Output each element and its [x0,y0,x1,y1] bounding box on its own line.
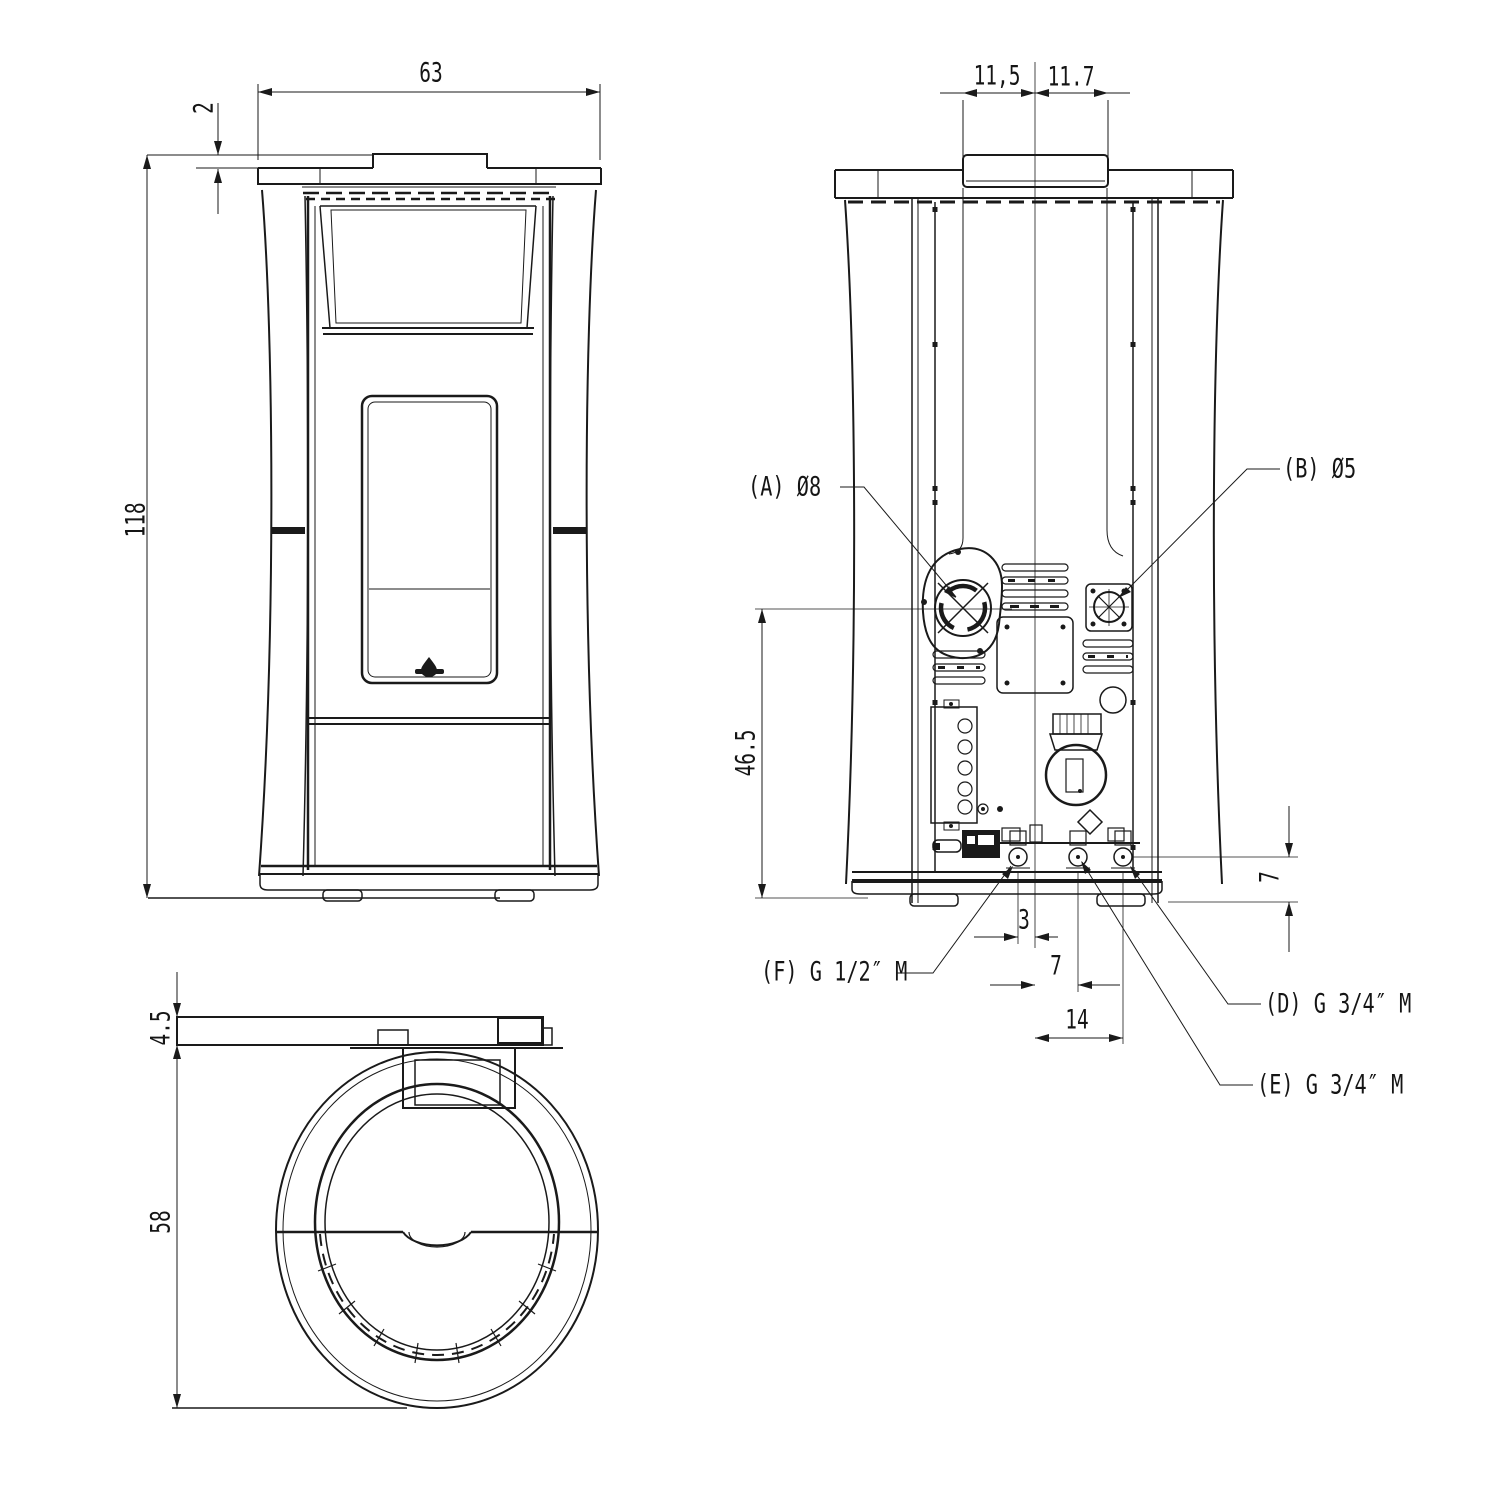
rear-top-cap [962,154,1109,188]
front-top-cap [372,153,488,168]
flame-logo-icon [415,657,444,677]
front-foot-left [322,889,363,902]
front-louvre-strip [302,186,556,201]
hydraulic-connections [1000,808,1140,869]
front-top-plate [257,167,602,185]
rear-round-opening [1099,686,1127,714]
front-hopper-panel [319,205,537,335]
rear-view [834,62,1234,948]
front-base [259,864,599,902]
top-inner-ring [313,1082,561,1362]
terminal-block [930,699,1003,831]
vent-louvres [932,563,1134,685]
power-socket [932,830,1000,858]
top-flue-housing [402,1047,516,1109]
front-dimensions [143,84,601,899]
front-foot-right [494,889,535,902]
valve-f [1006,830,1030,869]
front-view [257,153,602,902]
flue-outlet-a [921,547,1004,660]
top-plate-profile [176,1016,544,1046]
rear-top-plate [834,169,1234,199]
rear-foot-right [1096,893,1146,907]
front-side-panels [258,189,600,877]
front-door-window [360,394,499,685]
circulation-pump [1044,713,1108,807]
leader-lines [840,468,1280,1086]
top-mid-seam [276,1230,598,1248]
rear-foot-left [909,893,959,907]
top-view [172,972,599,1409]
valve-e [1066,830,1090,869]
top-body-outline [275,1051,599,1409]
rear-dimensions [755,89,1298,1086]
access-plate [996,616,1074,694]
ring-segment-ticks [317,1263,557,1364]
